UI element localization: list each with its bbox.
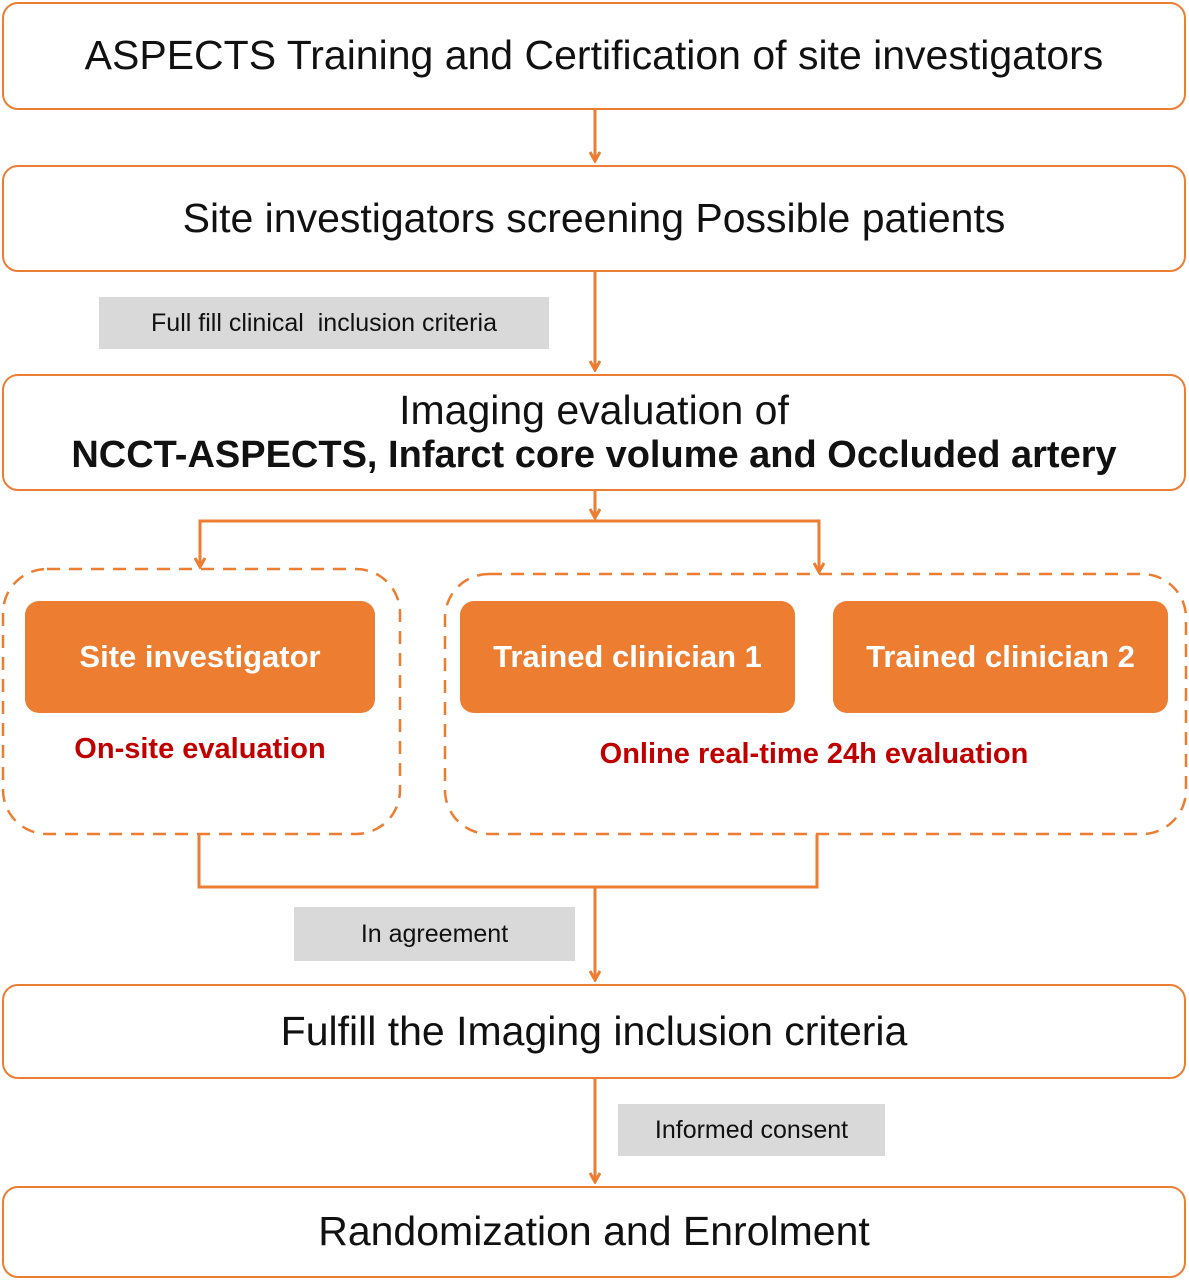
step-training-label: ASPECTS Training and Certification of si…: [84, 32, 1104, 79]
online-evaluation-label: Online real-time 24h evaluation: [599, 738, 1029, 770]
condition-agreement-label: In agreement: [294, 907, 575, 961]
step-imaging-detail: NCCT-ASPECTS, Infarct core volume and Oc…: [71, 434, 1117, 477]
online-group-frame: [443, 572, 1188, 836]
branch-connector: [198, 519, 821, 571]
step-fulfill-label: Fulfill the Imaging inclusion criteria: [280, 1007, 908, 1054]
merge-connector: [197, 834, 819, 889]
evaluator-trained-clinician-1: Trained clinician 1: [460, 601, 795, 713]
condition-clinical-label: Full fill clinical inclusion criteria: [99, 297, 549, 349]
evaluator-site-investigator: Site investigator: [25, 601, 375, 713]
onsite-group-frame: [1, 567, 402, 836]
step-training-box: ASPECTS Training and Certification of si…: [2, 2, 1186, 110]
step-randomization-label: Randomization and Enrolment: [318, 1208, 870, 1255]
step-screening-label: Site investigators screening Possible pa…: [182, 194, 1006, 241]
step-fulfill-box: Fulfill the Imaging inclusion criteria: [2, 984, 1186, 1079]
onsite-evaluation-label: On-site evaluation: [74, 733, 326, 765]
step-randomization-box: Randomization and Enrolment: [2, 1186, 1186, 1278]
step-imaging-box: Imaging evaluation of NCCT-ASPECTS, Infa…: [2, 374, 1186, 491]
step-screening-box: Site investigators screening Possible pa…: [2, 165, 1186, 272]
evaluator-trained-clinician-2: Trained clinician 2: [833, 601, 1168, 713]
condition-consent-label: Informed consent: [618, 1104, 885, 1156]
step-imaging-title: Imaging evaluation of: [399, 387, 789, 434]
